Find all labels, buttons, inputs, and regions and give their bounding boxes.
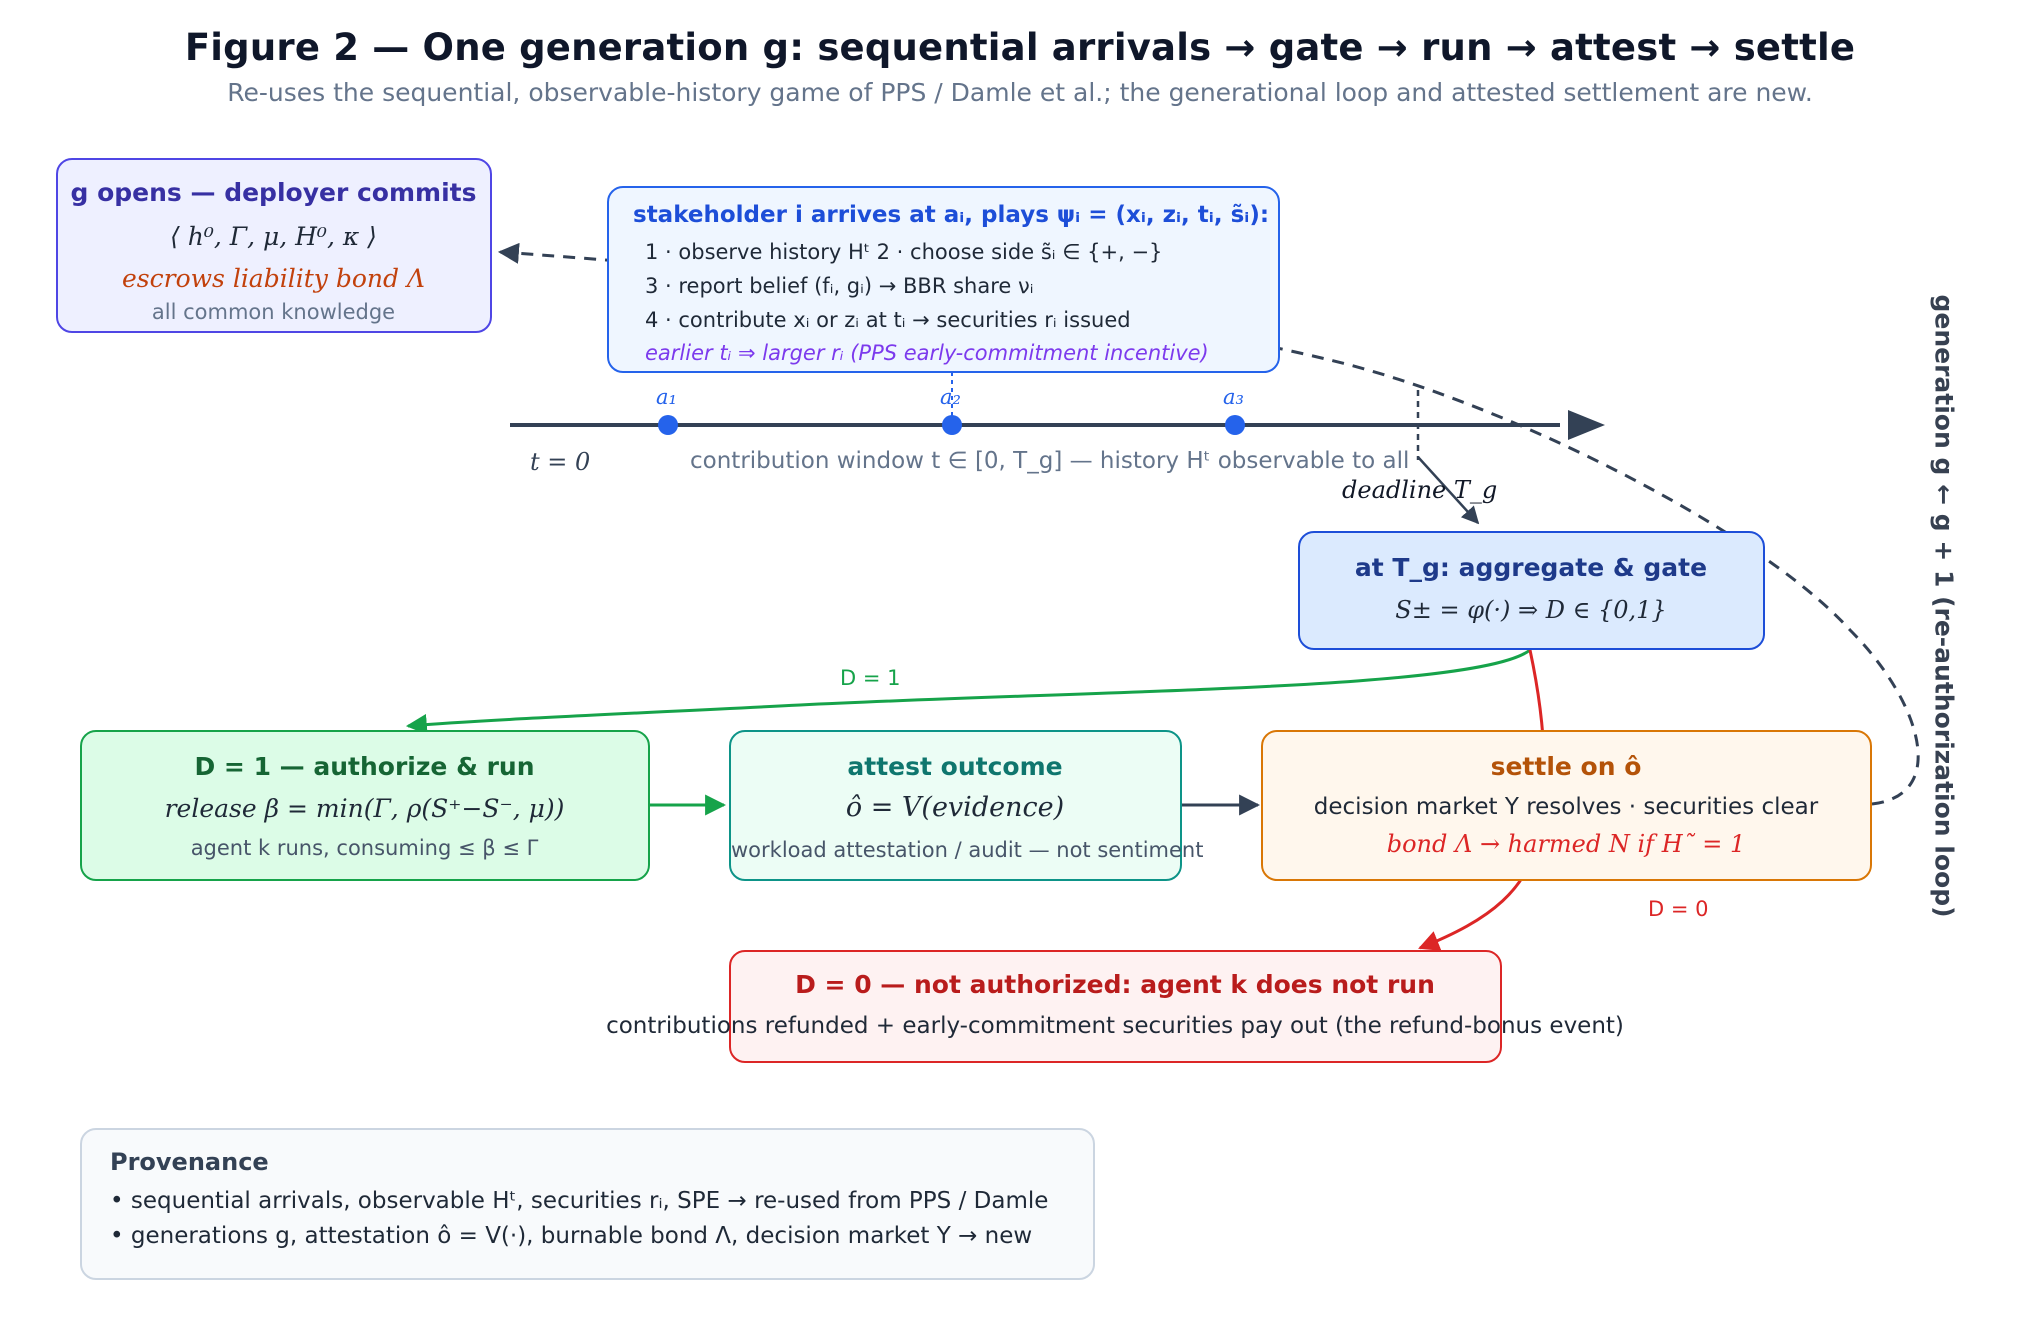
settle-line1: decision market Y resolves · securities … [1313, 794, 1819, 820]
stakeholder-step-3: 3 · report belief (fᵢ, gᵢ) → BBR share ν… [645, 274, 1034, 298]
not-authorized-box: D = 0 — not authorized: agent k does not… [729, 950, 1502, 1063]
arrival-dot-a2 [942, 415, 962, 435]
deployer-tuple: ⟨ h⁰, Γ, μ, H⁰, κ ⟩ [170, 222, 377, 251]
run-note: agent k runs, consuming ≤ β ≤ Γ [190, 836, 539, 860]
timeline-window-label: contribution window t ∈ [0, T_g] — histo… [690, 448, 1410, 474]
stakeholder-incentive: earlier tᵢ ⇒ larger rᵢ (PPS early-commit… [645, 341, 1209, 365]
stakeholder-box: stakeholder i arrives at aᵢ, plays ψᵢ = … [607, 186, 1280, 373]
reauthorization-loop-arrow [497, 242, 1920, 806]
run-formula: release β = min(Γ, ρ(S⁺−S⁻, μ)) [164, 794, 565, 823]
provenance-title: Provenance [110, 1148, 269, 1176]
edge-d1 [405, 648, 1531, 735]
deployer-title: g opens — deployer commits [70, 178, 477, 207]
arrival-label-a3: a₃ [1223, 385, 1244, 409]
gate-formula: S± = φ(·) ⇒ D ∈ {0,1} [1395, 596, 1667, 624]
stakeholder-step-1-2: 1 · observe history Hᵗ 2 · choose side s… [645, 240, 1163, 264]
gate-title: at T_g: aggregate & gate [1354, 553, 1708, 582]
settle-line2: bond Λ → harmed N if H˜ = 1 [1386, 830, 1746, 858]
stakeholder-title: stakeholder i arrives at aᵢ, plays ψᵢ = … [633, 202, 1270, 228]
edge-d1-label: D = 1 [840, 666, 901, 690]
run-box: D = 1 — authorize & run release β = min(… [80, 730, 650, 881]
not-authorized-title: D = 0 — not authorized: agent k does not… [795, 970, 1435, 999]
gate-box: at T_g: aggregate & gate S± = φ(·) ⇒ D ∈… [1298, 531, 1765, 650]
arrival-dot-a3 [1225, 415, 1245, 435]
provenance-box: Provenance • sequential arrivals, observ… [80, 1128, 1095, 1280]
not-authorized-note: contributions refunded + early-commitmen… [606, 1013, 1624, 1039]
figure-subtitle: Re-uses the sequential, observable-histo… [227, 78, 1813, 107]
provenance-line-1: • sequential arrivals, observable Hᵗ, se… [110, 1188, 1049, 1214]
arrival-label-a2: a₂ [940, 385, 961, 409]
attest-box: attest outcome ô = V(evidence) workload … [729, 730, 1204, 881]
attest-title: attest outcome [847, 752, 1063, 781]
deployer-note: all common knowledge [151, 300, 396, 324]
run-title: D = 1 — authorize & run [194, 752, 535, 781]
attest-formula: ô = V(evidence) [845, 792, 1065, 823]
deadline-arrow [1417, 456, 1480, 525]
provenance-line-2: • generations g, attestation ô = V(·), b… [110, 1223, 1033, 1249]
deployer-bond: escrows liability bond Λ [122, 264, 425, 293]
loop-label-text: generation g ← g + 1 (re-authorization l… [1929, 294, 1959, 918]
stakeholder-step-4: 4 · contribute xᵢ or zᵢ at tᵢ → securiti… [645, 308, 1131, 332]
timeline-t0: t = 0 [530, 448, 591, 476]
attest-note: workload attestation / audit — not senti… [731, 838, 1204, 862]
edge-d0-label: D = 0 [1648, 897, 1709, 921]
deployer-box: g opens — deployer commits ⟨ h⁰, Γ, μ, H… [56, 158, 492, 333]
timeline-arrowhead [1568, 410, 1605, 440]
arrival-label-a1: a₁ [656, 385, 677, 409]
figure-title: Figure 2 — One generation g: sequential … [184, 26, 1856, 69]
settle-title: settle on ô [1490, 752, 1642, 781]
settle-box: settle on ô decision market Y resolves ·… [1261, 730, 1872, 881]
timeline-deadline-label: deadline T_g [1342, 476, 1498, 504]
arrival-dot-a1 [658, 415, 678, 435]
